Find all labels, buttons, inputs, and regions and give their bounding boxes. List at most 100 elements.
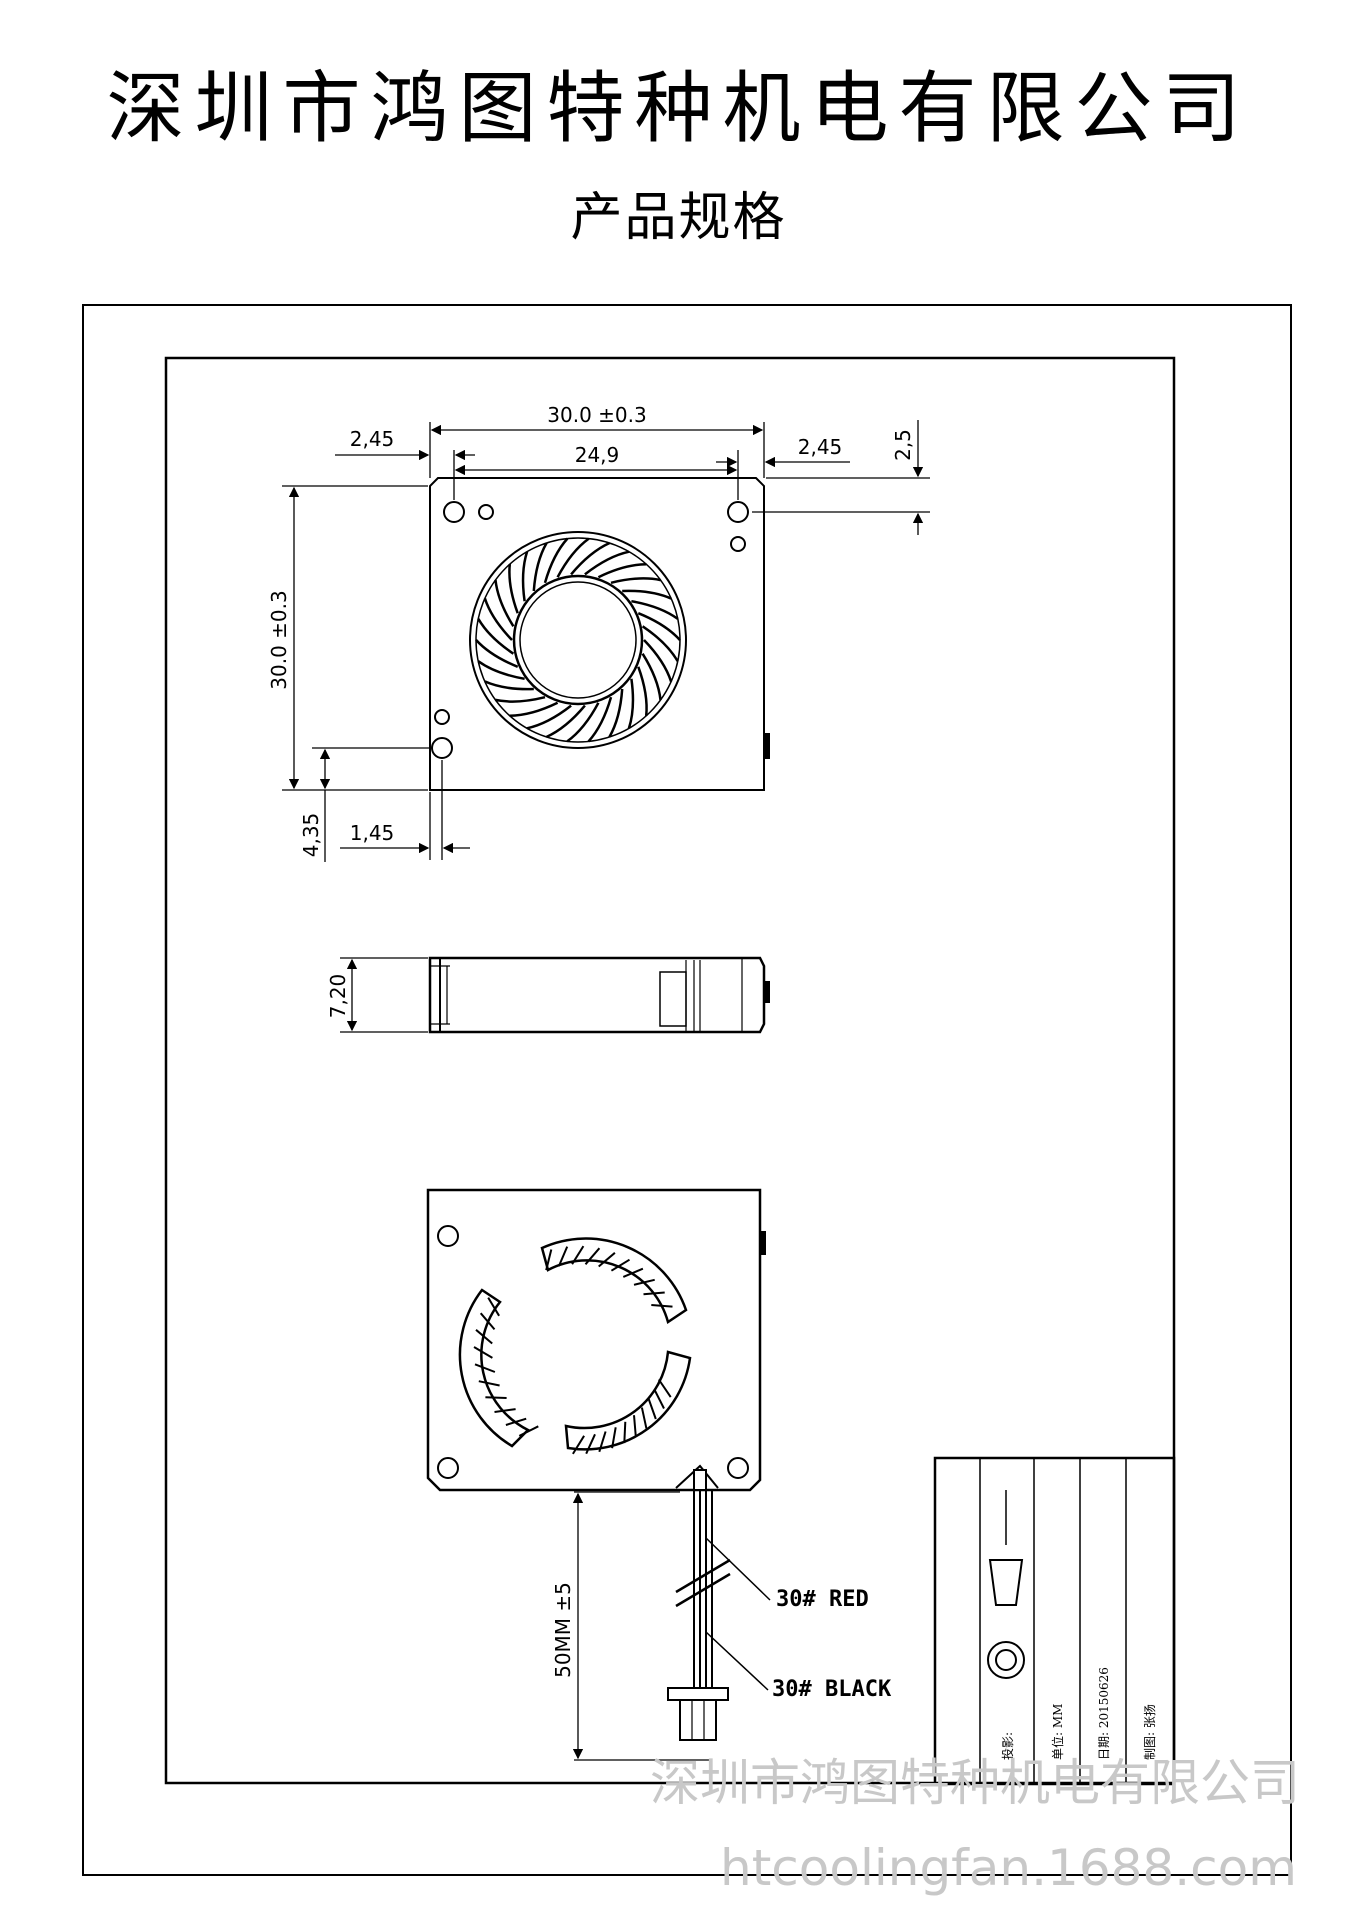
impeller-blade — [637, 612, 681, 641]
vent-rib — [473, 1346, 493, 1359]
vent-rib — [657, 1378, 672, 1398]
dim-bottom-hole-y: 4,35 — [299, 813, 323, 858]
vent-rib — [571, 1245, 585, 1265]
vent-rib — [653, 1389, 665, 1409]
dim-overall-height: 30.0 ±0.3 — [267, 590, 291, 689]
watermark-site: htcoolingfan.1688.com — [720, 1839, 1297, 1897]
impeller-blade — [641, 653, 662, 701]
projection-symbol — [988, 1559, 1024, 1606]
dim-lead-length: 50MM ±5 — [551, 1582, 575, 1678]
vent-rib — [651, 1304, 673, 1308]
impeller-blade — [643, 639, 673, 682]
vent-rib — [647, 1398, 657, 1420]
dim-overall-width: 30.0 ±0.3 — [547, 403, 646, 427]
vent-rib — [505, 1417, 527, 1426]
connector-body — [659, 971, 687, 1027]
vent-rib — [623, 1421, 627, 1444]
hub-inner — [519, 581, 637, 699]
impeller-blades — [475, 537, 681, 743]
mount-hole — [431, 737, 453, 759]
impeller-blade — [608, 688, 624, 738]
vent-slot — [540, 1237, 688, 1324]
inner-frame — [164, 356, 1176, 1785]
impeller-ring — [475, 537, 681, 743]
top-view — [429, 477, 770, 791]
vent-rib — [598, 1431, 607, 1453]
vent-rib — [633, 1278, 655, 1286]
wire-black-label: 30# BLACK — [772, 1677, 892, 1702]
impeller-blade — [526, 704, 572, 730]
mount-hole — [727, 1457, 749, 1479]
impeller-blade — [521, 551, 529, 602]
impeller-blade — [532, 542, 548, 592]
fan-outline-bottom — [426, 1188, 762, 1492]
dim-right-offset: 2,45 — [798, 435, 843, 459]
company-title: 深圳市鸿图特种机电有限公司 — [106, 64, 1251, 154]
title-drawn-by: 制图: 张扬 — [1142, 1704, 1157, 1760]
impeller-blade — [641, 625, 679, 662]
vent-rib — [545, 1249, 553, 1271]
impeller-blade — [566, 702, 600, 743]
vent-rib — [640, 1407, 648, 1429]
dim-hole-spacing: 24,9 — [575, 443, 620, 467]
impeller-outer — [469, 531, 687, 749]
side-view — [428, 956, 770, 1034]
impeller-blade — [475, 639, 519, 668]
impeller-blade — [494, 579, 515, 627]
vent-ribs — [473, 1245, 673, 1455]
vent-rib — [622, 1267, 644, 1278]
impeller-blade — [584, 550, 630, 576]
outer-frame — [82, 304, 1292, 1876]
hub-outer — [512, 574, 644, 706]
fan-outline-top — [429, 477, 765, 791]
side-view-dimensions — [340, 957, 428, 1033]
side-tab — [763, 733, 770, 759]
vent-rib — [494, 1408, 516, 1413]
vent-rib — [633, 1415, 637, 1437]
vent-rib — [474, 1363, 496, 1373]
bottom-view — [426, 1188, 771, 1741]
vent-rib — [643, 1291, 665, 1296]
top-view-dimensions — [282, 420, 930, 862]
dim-top-offset: 2,5 — [891, 429, 915, 461]
vent-rib — [585, 1433, 596, 1455]
impeller-blade — [610, 577, 661, 585]
mount-hole — [443, 501, 465, 523]
impeller-blade — [484, 680, 534, 691]
title-unit: 单位: MM — [1050, 1704, 1065, 1760]
vent-rib — [478, 1380, 500, 1387]
impeller-blade — [545, 704, 586, 739]
aux-hole — [730, 536, 746, 552]
impeller-blade — [483, 598, 513, 641]
fan-outline-side — [428, 956, 766, 1034]
vent-rib — [584, 1247, 601, 1265]
wire-red-label: 30# RED — [776, 1587, 869, 1612]
mount-hole — [437, 1225, 459, 1247]
aux-hole — [478, 504, 494, 520]
page-subtitle: 产品规格 — [570, 188, 787, 248]
title-date: 日期: 20150626 — [1097, 1667, 1111, 1760]
impeller-blade — [627, 678, 635, 729]
title-projection: 投影: — [1000, 1732, 1015, 1760]
dim-left-offset: 2,45 — [350, 427, 395, 451]
vent-rib — [598, 1252, 616, 1268]
watermark-company: 深圳市鸿图特种机电有限公司 — [650, 1754, 1300, 1812]
title-block — [933, 1456, 1176, 1786]
vent-rib — [572, 1435, 585, 1455]
impeller-blade — [477, 618, 515, 655]
aux-hole — [434, 709, 450, 725]
impeller-blade — [637, 666, 648, 717]
mount-hole — [727, 501, 749, 523]
dim-bottom-hole-x: 1,45 — [350, 821, 395, 845]
impeller-blade — [495, 695, 546, 703]
impeller-blade — [597, 563, 647, 579]
dim-thickness: 7,20 — [326, 974, 350, 1019]
plug-housing — [667, 1687, 729, 1701]
impeller-blade — [509, 701, 559, 717]
impeller-blade — [587, 696, 613, 743]
vent-rib — [487, 1297, 500, 1317]
bottom-view-dimensions — [572, 1491, 712, 1761]
impeller-blade — [570, 541, 611, 576]
impeller-blade — [556, 537, 590, 578]
